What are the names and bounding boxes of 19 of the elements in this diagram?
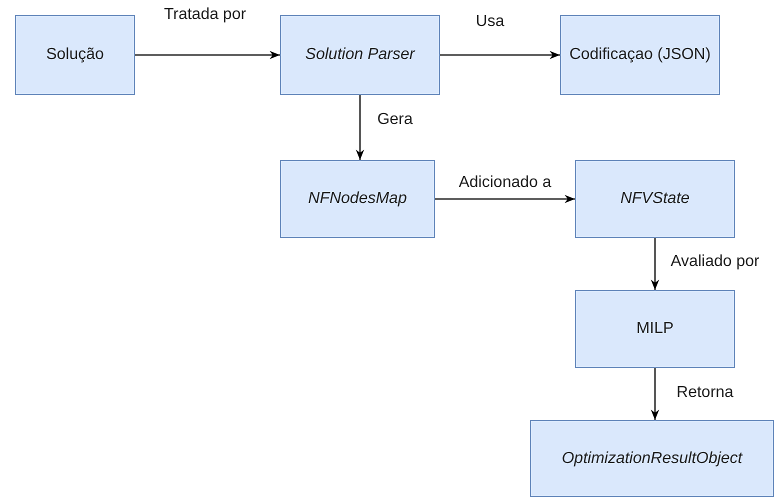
- process-box: Solução: [15, 15, 135, 95]
- arrow: [440, 50, 560, 60]
- edge-label: Tratada por: [162, 5, 248, 24]
- process-box: Solution Parser: [280, 15, 440, 95]
- edge-label: Retorna: [676, 383, 734, 402]
- edge-label: Usa: [474, 12, 506, 31]
- process-box: Codificaçao (JSON): [560, 15, 720, 95]
- edge-label: Avaliado por: [670, 252, 760, 271]
- arrow: [135, 50, 280, 60]
- edge-label: Gera: [376, 110, 414, 129]
- edge-label: Adicionado a: [458, 173, 552, 192]
- process-box: OptimizationResultObject: [530, 420, 774, 497]
- arrow: [650, 368, 660, 420]
- arrow: [435, 194, 575, 204]
- process-box: NFNodesMap: [280, 160, 435, 238]
- process-box: MILP: [575, 290, 735, 368]
- arrow: [356, 95, 364, 160]
- process-box: NFVState: [575, 160, 735, 238]
- arrow: [650, 238, 660, 290]
